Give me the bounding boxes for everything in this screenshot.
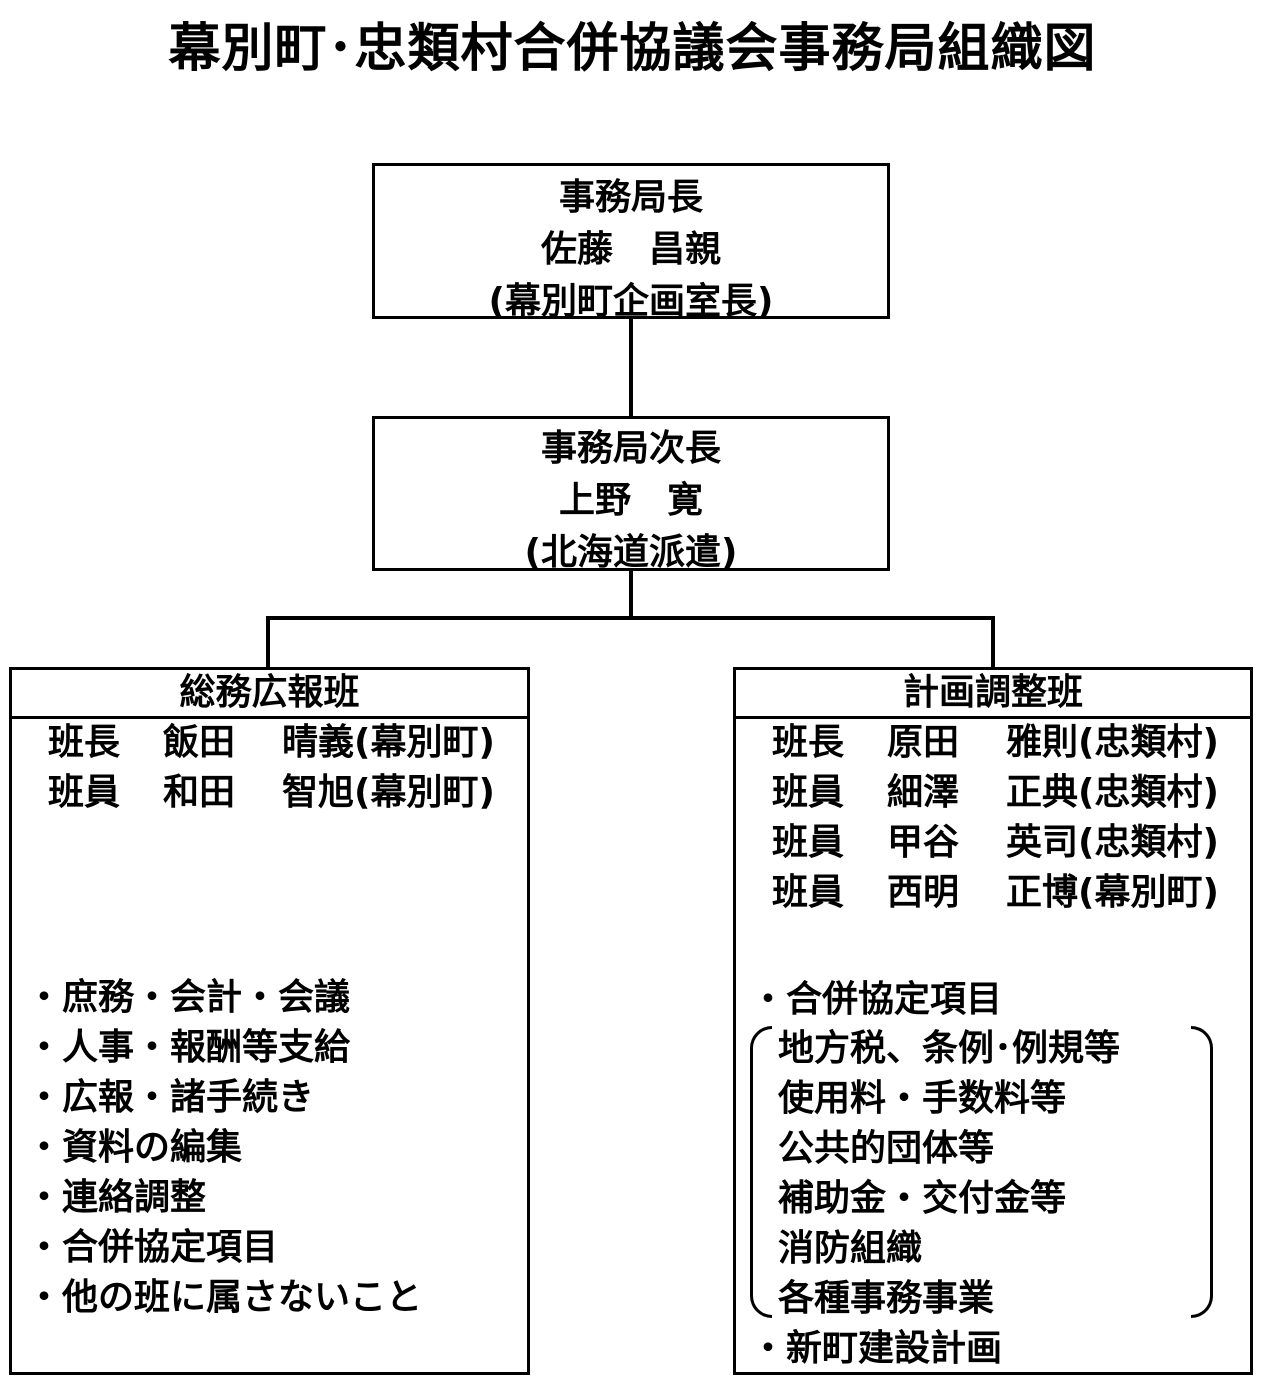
member-surname: 原田 — [887, 722, 960, 763]
member-given: 雅則(忠類村) — [1006, 722, 1219, 763]
member-role: 班長 — [772, 722, 845, 763]
member-surname: 甲谷 — [887, 822, 960, 863]
duty-item: ・合併協定項目 — [26, 1227, 279, 1268]
member-given: 晴義(幕別町) — [282, 722, 495, 763]
team-member: 班長 原田 雅則(忠類村) — [772, 718, 1242, 768]
team-planning-coordination: 計画調整班 班長 原田 雅則(忠類村) 班員 細澤 正典(忠類村) 班員 甲谷 … — [733, 667, 1253, 1375]
member-given: 正博(幕別町) — [1006, 872, 1219, 913]
member-role: 班長 — [48, 722, 121, 763]
duty-item: ・人事・報酬等支給 — [26, 1027, 351, 1068]
connector-deputy-down — [629, 570, 633, 618]
member-surname: 西明 — [887, 872, 960, 913]
team-member: 班員 西明 正博(幕別町) — [772, 868, 1242, 918]
duty-item: ・新町建設計画 — [750, 1328, 1003, 1369]
member-role: 班員 — [772, 872, 845, 913]
deputy-note: (北海道派遣) — [524, 532, 738, 573]
duty-item: ・庶務・会計・会議 — [26, 977, 351, 1018]
member-role: 班員 — [772, 772, 845, 813]
team-member: 班員 細澤 正典(忠類村) — [772, 768, 1242, 818]
member-surname: 和田 — [163, 772, 236, 813]
duty-item: ・連絡調整 — [26, 1177, 207, 1218]
chief-note: (幕別町企画室長) — [488, 281, 774, 322]
team-name: 総務広報班 — [12, 670, 527, 719]
connector-chief-deputy — [629, 318, 633, 417]
deputy-box: 事務局次長 上野 寛 (北海道派遣) — [372, 416, 890, 573]
duty-item: ・広報・諸手続き — [26, 1077, 315, 1118]
deputy-name: 上野 寛 — [558, 480, 703, 521]
team-name: 計画調整班 — [736, 670, 1250, 719]
duty-subitem: 公共的団体等 — [778, 1128, 995, 1169]
chief-role: 事務局長 — [558, 177, 703, 218]
bracket-left — [750, 1026, 772, 1318]
duty-subitem: 各種事務事業 — [778, 1278, 995, 1319]
team-general-affairs: 総務広報班 班長 飯田 晴義(幕別町) 班員 和田 智旭(幕別町) ・庶務・会計… — [9, 667, 530, 1375]
member-given: 正典(忠類村) — [1006, 772, 1219, 813]
duty-subitem: 使用料・手数料等 — [778, 1078, 1067, 1119]
chief-name: 佐藤 昌親 — [540, 229, 721, 270]
connector-to-right-team — [991, 616, 995, 668]
member-role: 班員 — [772, 822, 845, 863]
team-member: 班員 甲谷 英司(忠類村) — [772, 818, 1242, 868]
member-surname: 細澤 — [887, 772, 960, 813]
connector-horizontal — [266, 616, 995, 620]
duty-item: ・資料の編集 — [26, 1127, 243, 1168]
chief-box: 事務局長 佐藤 昌親 (幕別町企画室長) — [372, 163, 890, 322]
duty-subitem: 消防組織 — [778, 1228, 923, 1269]
deputy-role: 事務局次長 — [540, 428, 721, 469]
duty-item: ・合併協定項目 — [750, 979, 1003, 1020]
page-title: 幕別町･忠類村合併協議会事務局組織図 — [168, 19, 1097, 79]
duty-item: ・他の班に属さないこと — [26, 1277, 423, 1318]
member-role: 班員 — [48, 772, 121, 813]
team-member: 班長 飯田 晴義(幕別町) — [48, 718, 518, 768]
connector-to-left-team — [266, 616, 270, 668]
duty-subitem: 地方税、条例･例規等 — [778, 1028, 1121, 1069]
member-surname: 飯田 — [163, 722, 236, 763]
team-member: 班員 和田 智旭(幕別町) — [48, 768, 518, 818]
duty-subitem: 補助金・交付金等 — [778, 1178, 1067, 1219]
member-given: 英司(忠類村) — [1006, 822, 1219, 863]
member-given: 智旭(幕別町) — [282, 772, 495, 813]
bracket-right — [1191, 1026, 1213, 1318]
